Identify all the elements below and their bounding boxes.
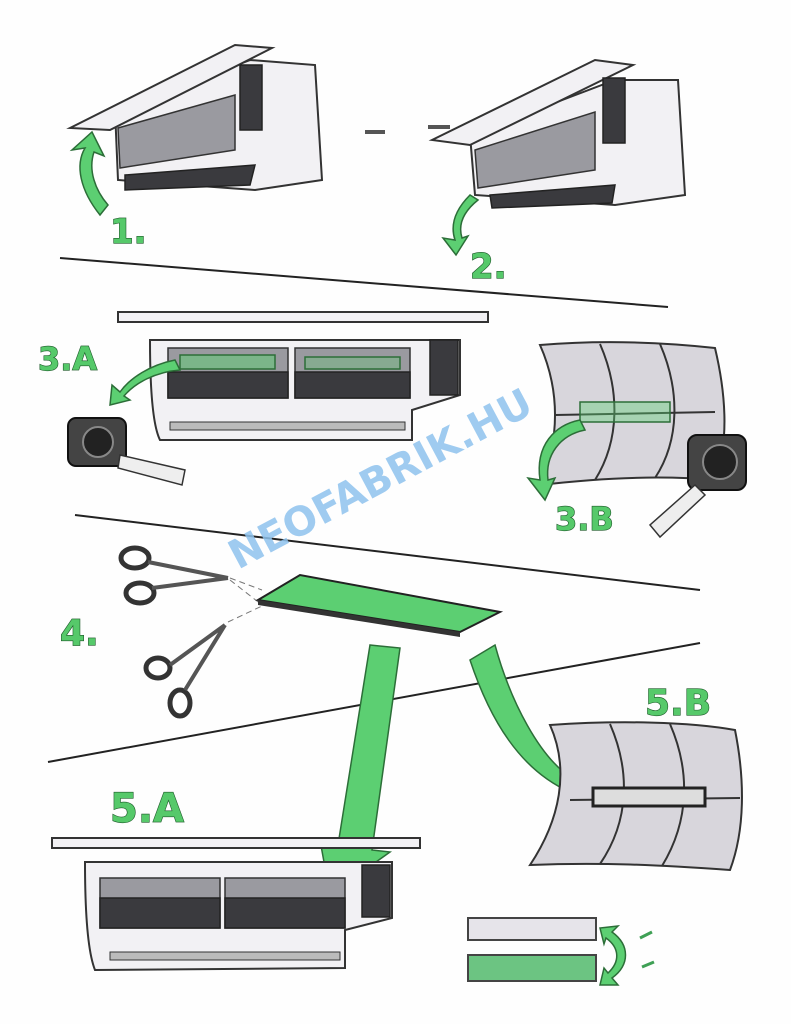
ac-unit-step5a <box>51 837 421 972</box>
ac-unit-step2 <box>365 58 687 209</box>
ac-unit-step1 <box>66 43 324 192</box>
arrow-up-icon <box>69 130 109 217</box>
step-5b-label: 5.B <box>645 683 711 724</box>
step-3a-label: 3.A <box>38 340 97 378</box>
scissors-icon <box>143 605 263 719</box>
step-3b-label: 3.B <box>555 500 614 538</box>
step-4-label: 4. <box>60 613 99 654</box>
check-marks-icon <box>639 930 655 969</box>
swap-arrow-icon <box>599 925 627 986</box>
filter-strip-green <box>467 954 597 982</box>
step-1-label: 1. <box>110 212 147 252</box>
tape-measure-icon <box>67 417 186 486</box>
arrow-to-unit-icon <box>319 644 401 897</box>
ac-unit-step3a <box>117 311 489 441</box>
filter-strip-plain <box>467 917 597 941</box>
arrow-remove-filter-icon <box>109 359 182 406</box>
step-5a-label: 5.A <box>110 786 184 832</box>
divider-line <box>59 257 669 308</box>
scissors-icon <box>118 545 263 606</box>
step-2-label: 2. <box>470 247 507 287</box>
filter-mesh-step3b <box>538 341 726 487</box>
divider-line <box>74 514 701 591</box>
filter-mesh-step5b <box>528 721 743 872</box>
arrow-remove-holder-icon <box>526 419 587 502</box>
arrow-down-icon <box>441 194 480 257</box>
tape-measure-icon <box>648 434 747 539</box>
filter-strip <box>255 573 504 634</box>
